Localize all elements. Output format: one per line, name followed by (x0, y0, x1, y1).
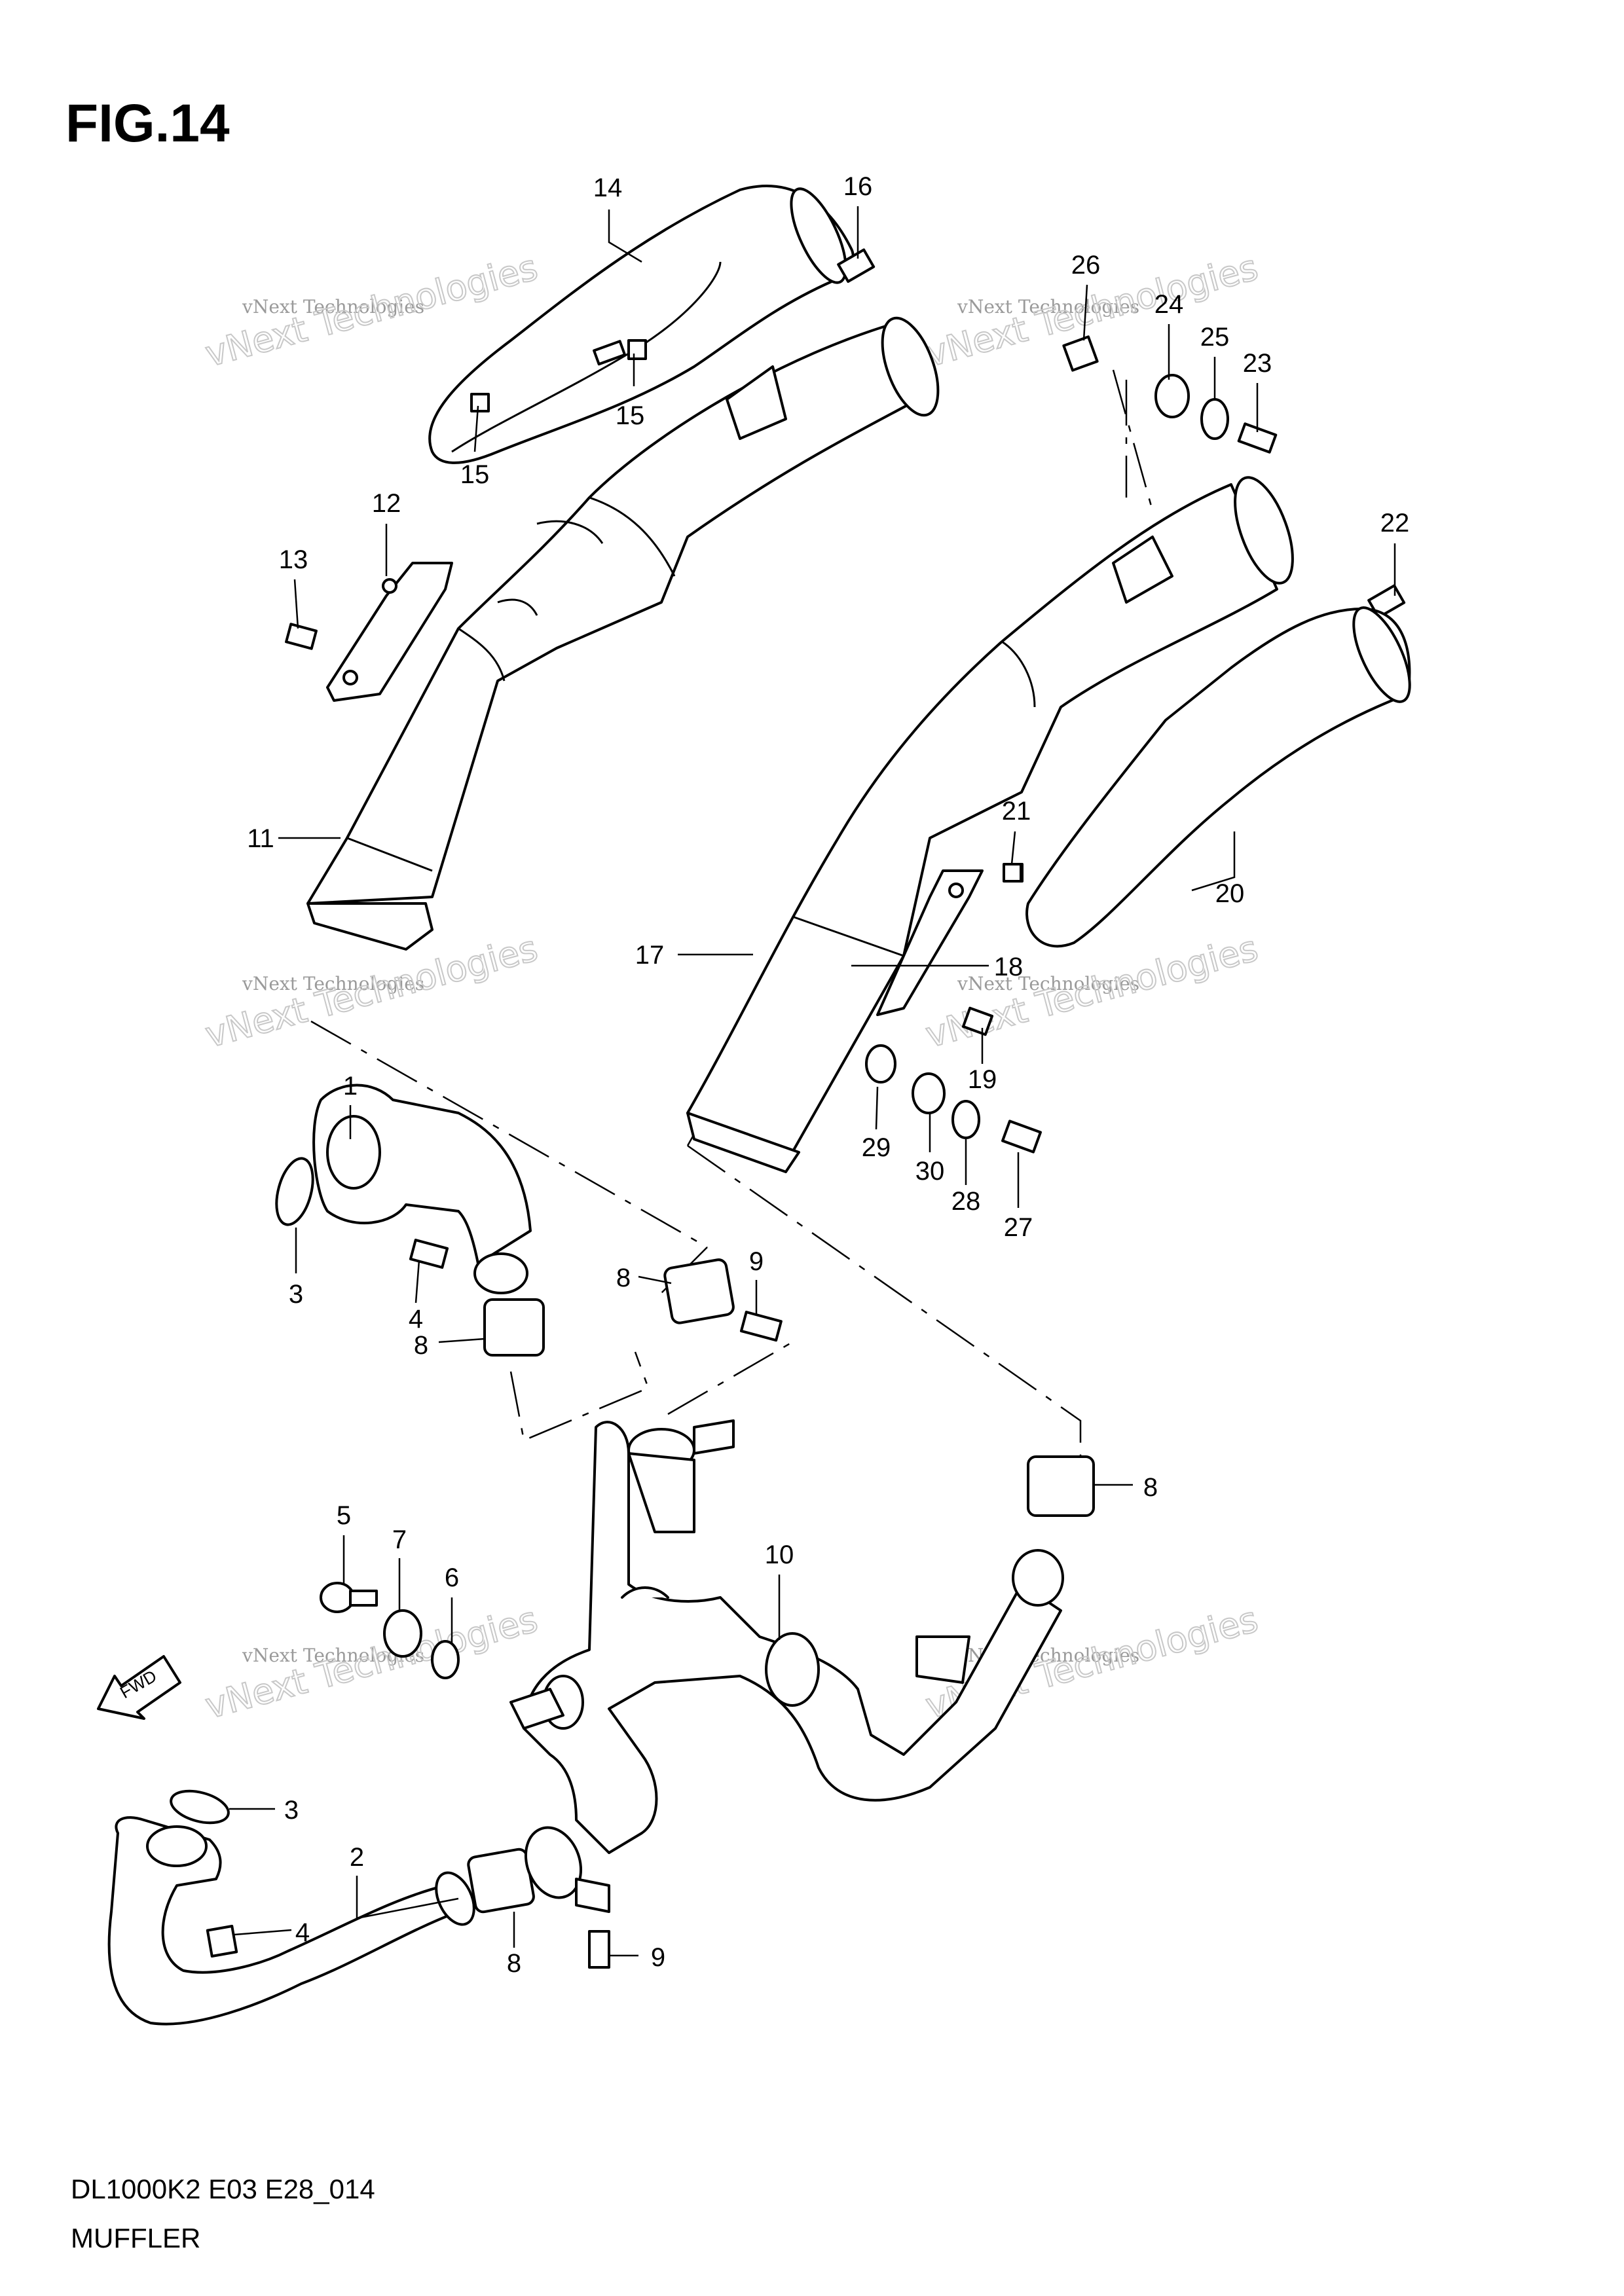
callout-25: 25 (1200, 323, 1230, 352)
callout-8: 8 (507, 1949, 521, 1978)
watermark-text: vNext Technologies (242, 973, 424, 994)
part-18-bracket (876, 869, 984, 1016)
sleeve-8-upper-left (483, 1298, 545, 1357)
callout-15: 15 (616, 401, 645, 430)
gasket-3-upper (275, 1157, 314, 1226)
part-11-left-muffler (306, 316, 940, 951)
callout-21: 21 (1002, 797, 1031, 826)
part-1-connecting-pipe (312, 1084, 532, 1294)
callout-28: 28 (951, 1187, 981, 1216)
bolt-27 (1001, 1120, 1042, 1154)
callout-18: 18 (994, 953, 1024, 981)
callout-17: 17 (635, 941, 665, 970)
callout-27: 27 (1004, 1213, 1033, 1242)
bolt-16 (837, 248, 876, 283)
callout-12: 12 (372, 489, 401, 518)
washer-25 (1200, 398, 1229, 440)
callout-4: 4 (295, 1918, 310, 1947)
bolt-26 (1062, 335, 1099, 372)
sleeve-8-center (663, 1258, 735, 1324)
diagram-caption: MUFFLER (71, 2223, 201, 2253)
bolt-19 (961, 1006, 994, 1036)
callout-10: 10 (765, 1540, 794, 1569)
callout-14: 14 (593, 173, 623, 202)
callout-26: 26 (1071, 251, 1101, 280)
nut-21 (1003, 863, 1022, 883)
washer-24 (1154, 374, 1190, 418)
damper-7 (383, 1609, 422, 1658)
callout-20: 20 (1215, 879, 1245, 908)
callout-5: 5 (337, 1501, 351, 1530)
bolt-9-upper (739, 1311, 783, 1342)
callout-2: 2 (350, 1843, 364, 1872)
callout-4: 4 (409, 1305, 423, 1334)
callout-30: 30 (915, 1157, 945, 1186)
callout-24: 24 (1154, 290, 1184, 319)
watermark-text: vNext Technologies (957, 296, 1139, 318)
part-14-heat-shield (428, 185, 855, 464)
watermark-text: vNext Technologies (242, 296, 424, 318)
bolt-4-upper (409, 1239, 449, 1269)
gasket-3-lower (170, 1789, 230, 1825)
callout-6: 6 (445, 1563, 459, 1592)
bolt-9-lower (588, 1930, 610, 1969)
watermark-text: vNext Technologies (957, 973, 1139, 994)
part-2-exhaust-pipe (107, 1816, 475, 2026)
bolt-23 (1237, 422, 1278, 454)
callout-8: 8 (1143, 1473, 1158, 1502)
callout-23: 23 (1243, 349, 1272, 378)
clamp-lower (524, 1826, 610, 1913)
bolt-4-lower (206, 1925, 238, 1958)
callout-1: 1 (343, 1072, 358, 1101)
callout-9: 9 (651, 1943, 665, 1972)
callout-22: 22 (1380, 509, 1410, 538)
callout-9: 9 (749, 1247, 764, 1276)
part-12-bracket (326, 562, 453, 702)
grommet-29 (865, 1044, 896, 1084)
washer-28 (951, 1100, 980, 1139)
washer-6 (431, 1640, 460, 1679)
callout-8: 8 (414, 1331, 428, 1360)
callout-13: 13 (279, 545, 308, 574)
bolt-5 (320, 1582, 378, 1613)
collar-30 (912, 1072, 946, 1114)
part-20-heat-shield (1004, 606, 1411, 948)
callout-29: 29 (862, 1133, 891, 1162)
sleeve-8-right (1027, 1455, 1095, 1517)
leader-lines (229, 206, 1396, 1957)
callout-16: 16 (843, 172, 873, 201)
assembly-guide-lines (310, 369, 1154, 1470)
diagram-code: DL1000K2 E03 E28_014 (71, 2174, 375, 2204)
callout-15: 15 (460, 460, 490, 489)
bolt-13 (285, 623, 318, 650)
callout-7: 7 (392, 1525, 407, 1554)
callout-11: 11 (247, 824, 274, 853)
part-10-y-pipe (509, 1419, 1064, 1854)
callout-3: 3 (284, 1796, 299, 1825)
part-17-right-muffler (686, 476, 1294, 1173)
fwd-arrow-icon: FWD (97, 1655, 181, 1720)
callout-3: 3 (289, 1280, 303, 1309)
callout-8: 8 (616, 1264, 631, 1292)
callout-19: 19 (968, 1065, 997, 1094)
figure-title: FIG.14 (65, 94, 230, 153)
